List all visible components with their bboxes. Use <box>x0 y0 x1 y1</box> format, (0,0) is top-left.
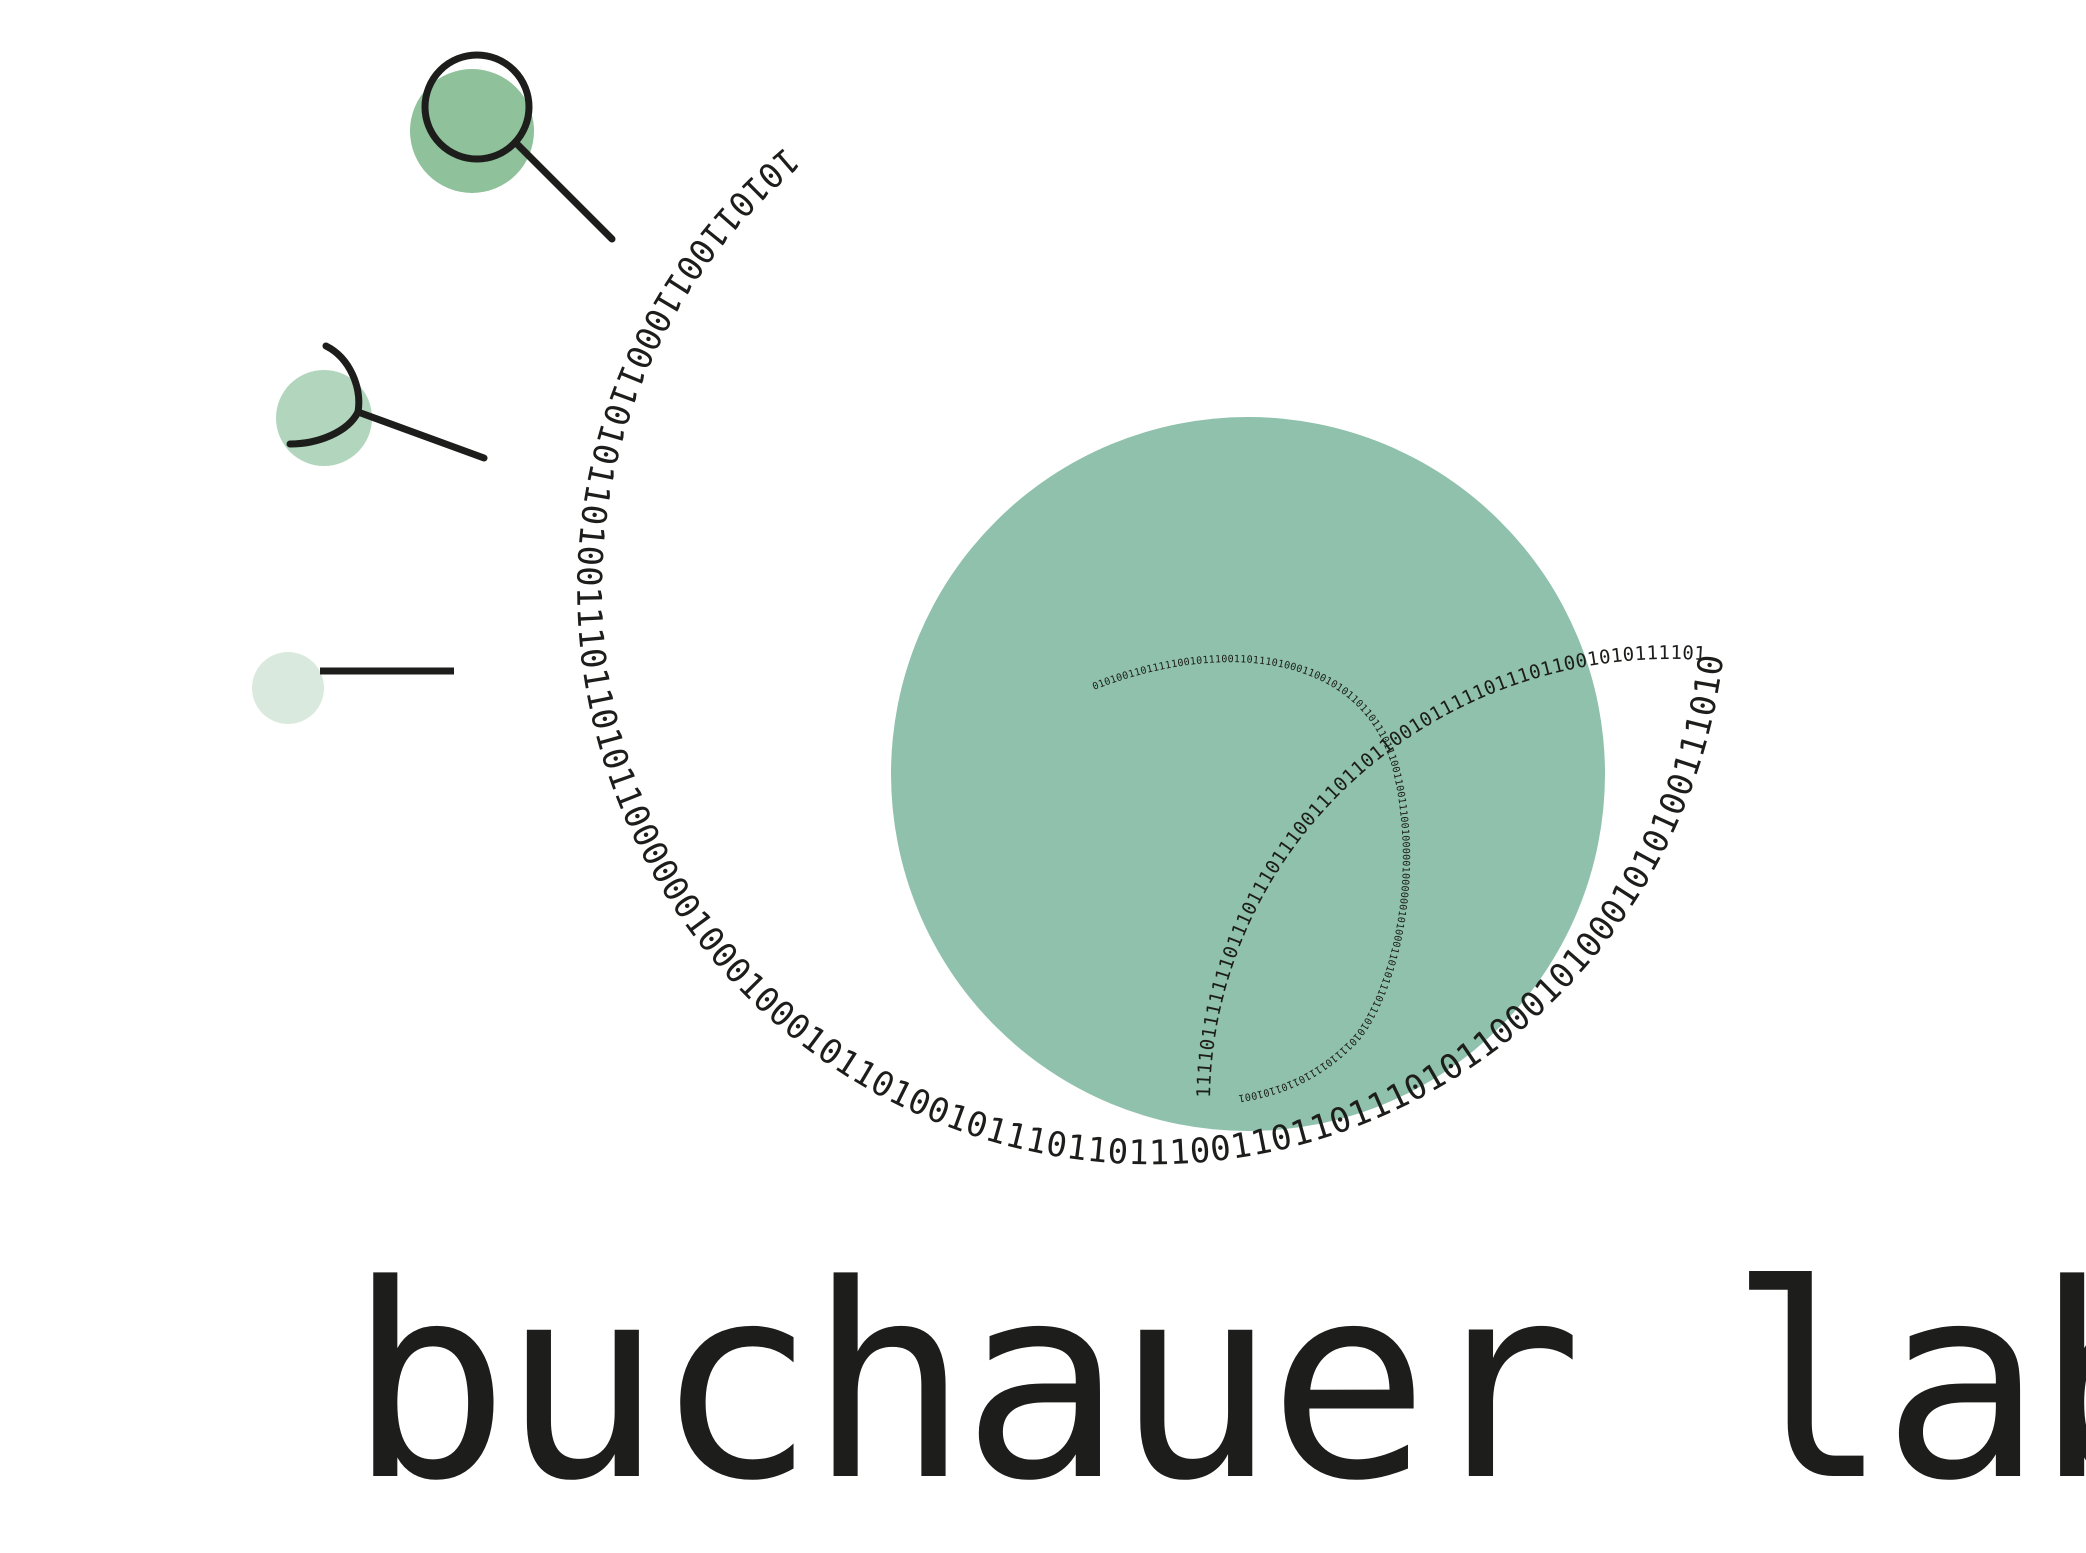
magnifier-dot <box>410 69 534 193</box>
main-circle <box>891 417 1605 1131</box>
dot-line-icon <box>252 652 454 724</box>
magnifier-icon <box>410 51 616 243</box>
small-dot <box>252 652 324 724</box>
antibody-icon <box>276 342 488 466</box>
logo-title: buchauer lab <box>348 1228 2086 1540</box>
